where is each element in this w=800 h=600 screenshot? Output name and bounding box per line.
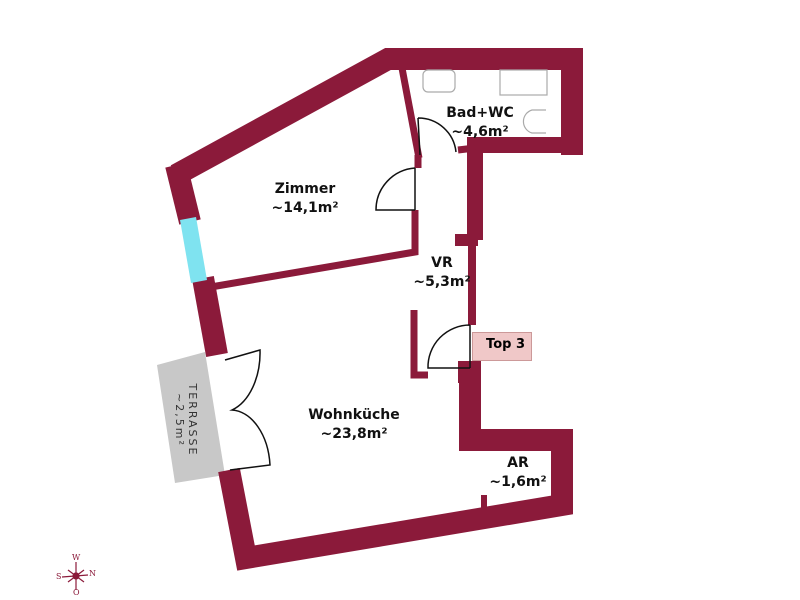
terrace-area-value: ~2,5m² [173, 393, 186, 447]
room-area: ~5,3m² [413, 274, 471, 290]
compass-icon [61, 562, 89, 590]
outer-wall-north [170, 48, 583, 185]
vr-wall-west [410, 310, 428, 379]
entrance-marker: Top 3 [472, 332, 532, 361]
bath-door [417, 117, 457, 156]
room-name: Zimmer [274, 181, 336, 197]
shower-icon [499, 69, 548, 96]
compass-o: O [73, 588, 80, 597]
room-label-zimmer: Zimmer ~14,1m² [272, 180, 339, 218]
room-area: ~23,8m² [320, 426, 388, 442]
room-area: ~4,6m² [451, 124, 509, 140]
terrace-door [224, 349, 271, 471]
room-label-ar: AR ~1,6m² [489, 454, 546, 492]
sink-icon [422, 69, 456, 93]
room-name: VR [431, 255, 453, 271]
compass-w: W [72, 553, 81, 562]
room-name: Wohnküche [308, 407, 400, 423]
room-area: ~1,6m² [489, 474, 547, 490]
room-label-wohnkueche: Wohnküche ~23,8m² [308, 406, 400, 444]
room-name: AR [507, 455, 529, 471]
entrance-door [427, 324, 471, 369]
outer-wall-west-mid [192, 276, 228, 357]
zimmer-door [375, 167, 416, 211]
bath-door-stub [457, 144, 476, 154]
room-label-bad-wc: Bad+WC ~4,6m² [446, 104, 514, 142]
room-label-vr: VR ~5,3m² [413, 254, 470, 292]
compass-s: S [56, 572, 62, 581]
doors [224, 117, 471, 471]
toilet-icon [522, 109, 546, 134]
window [180, 217, 207, 283]
walls [165, 48, 583, 571]
compass-n: N [89, 569, 96, 578]
room-name: Bad+WC [446, 105, 514, 121]
terrace-name: TERRASSE [186, 383, 199, 457]
bath-wall-west [398, 67, 423, 159]
bath-fixtures [422, 69, 548, 134]
terrace-area [157, 352, 225, 483]
zimmer-wall-east [204, 210, 419, 292]
bath-wall-south [467, 137, 580, 240]
outer-wall-west-lower [218, 361, 573, 571]
room-area: ~14,1m² [271, 200, 339, 216]
terrace-label: TERRASSE~2,5m² [173, 384, 199, 457]
entrance-label: Top 3 [486, 337, 525, 352]
outer-wall-west-upper [165, 162, 201, 225]
